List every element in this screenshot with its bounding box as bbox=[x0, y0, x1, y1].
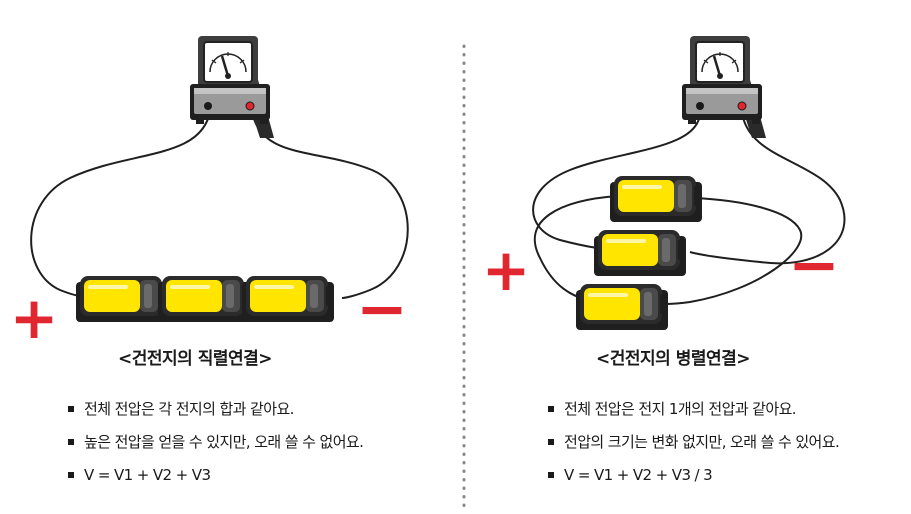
parallel-note-2: 전압의 크기는 변화 없지만, 오래 쓸 수 있어요. bbox=[548, 431, 840, 464]
parallel-battery-3 bbox=[576, 284, 668, 330]
series-notes: 전체 전압은 각 전지의 합과 같아요. 높은 전압을 얻을 수 있지만, 오래… bbox=[68, 398, 364, 497]
parallel-negative-sign: − bbox=[788, 228, 840, 301]
parallel-notes: 전체 전압은 전지 1개의 전압과 같아요. 전압의 크기는 변화 없지만, 오… bbox=[548, 398, 840, 497]
parallel-note-1: 전체 전압은 전지 1개의 전압과 같아요. bbox=[548, 398, 839, 431]
series-wire-positive bbox=[30, 111, 211, 297]
series-battery-1 bbox=[76, 276, 168, 322]
parallel-battery-1 bbox=[610, 176, 702, 222]
series-battery-2 bbox=[158, 276, 250, 322]
series-note-2: 높은 전압을 얻을 수 있지만, 오래 쓸 수 없어요. bbox=[68, 431, 364, 464]
parallel-voltmeter bbox=[680, 34, 768, 140]
parallel-positive-sign: + bbox=[482, 236, 531, 304]
parallel-wire-positive bbox=[532, 111, 701, 251]
parallel-circuit: + − bbox=[482, 34, 846, 330]
series-caption: <건전지의 직렬연결> bbox=[118, 349, 273, 369]
parallel-note-3: V = V1 + V2 + V3 / 3 bbox=[548, 464, 839, 497]
series-wire-negative bbox=[251, 111, 409, 299]
series-note-1: 전체 전압은 각 전지의 합과 같아요. bbox=[68, 398, 363, 431]
parallel-wire-negative bbox=[689, 111, 846, 265]
series-positive-sign: + bbox=[10, 284, 59, 352]
series-negative-sign: − bbox=[356, 272, 408, 345]
series-battery-3 bbox=[242, 276, 334, 322]
series-circuit: + − bbox=[10, 34, 409, 352]
parallel-battery-2 bbox=[594, 230, 686, 276]
series-voltmeter bbox=[188, 34, 276, 140]
parallel-caption: <건전지의 병렬연결> bbox=[596, 349, 751, 369]
series-note-3: V = V1 + V2 + V3 bbox=[68, 464, 363, 497]
